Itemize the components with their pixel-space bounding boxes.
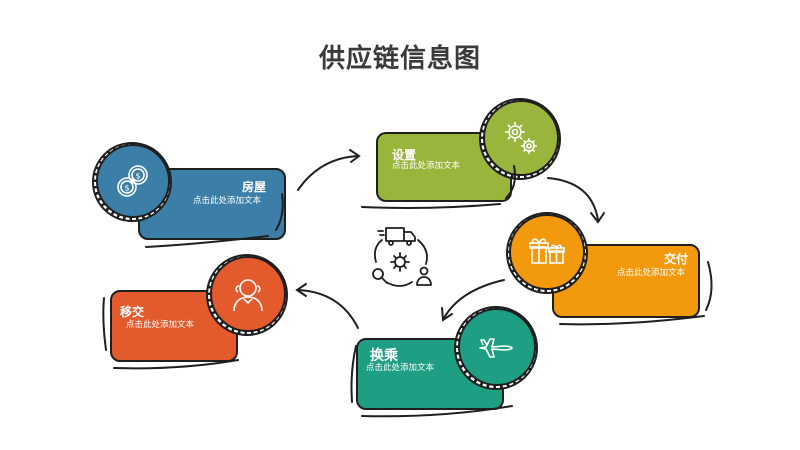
accent-line-9 <box>113 359 239 370</box>
person-icon <box>233 279 263 312</box>
step-3-circle <box>509 214 585 290</box>
accent-line-10 <box>102 297 107 351</box>
accent-line-5 <box>559 315 705 326</box>
accent-line-4 <box>505 165 516 199</box>
arrow-4 <box>297 289 359 329</box>
accent-line-2 <box>275 193 284 231</box>
step-3-label: 交付 <box>664 252 689 266</box>
step-2-desc: 点击此处添加文本 <box>392 161 461 171</box>
arrow-2 <box>547 177 599 221</box>
step-4-label: 换乘 <box>370 348 398 364</box>
gift-icon <box>529 238 565 264</box>
page-title: 供应链信息图 <box>318 44 481 74</box>
step-5-label: 移交 <box>120 305 145 319</box>
step-4-desc: 点击此处添加文本 <box>366 363 435 373</box>
step-2-label: 设置 <box>392 148 417 162</box>
accent-line-1 <box>145 235 269 248</box>
svg-text:$: $ <box>124 184 129 193</box>
step-5-circle <box>210 256 286 332</box>
accent-line-7 <box>361 405 513 418</box>
accent-line-8 <box>350 345 357 403</box>
step-1-desc: 点击此处添加文本 <box>193 196 262 206</box>
arrow-1 <box>297 155 359 191</box>
step-1-circle: $ $ <box>96 144 170 218</box>
coins-icon: $ $ <box>117 165 148 197</box>
step-2-circle <box>483 100 559 176</box>
accent-line-3 <box>361 203 501 209</box>
gears-icon <box>505 122 537 154</box>
step-5-desc: 点击此处添加文本 <box>126 320 195 330</box>
arrow-3 <box>443 279 505 319</box>
step-4-circle <box>458 308 536 386</box>
accent-line-6 <box>705 261 713 311</box>
step-1-label: 房屋 <box>242 180 267 194</box>
supply-chain-cycle-icon <box>372 227 432 287</box>
step-3-desc: 点击此处添加文本 <box>617 268 686 278</box>
svg-text:$: $ <box>135 172 140 181</box>
airplane-icon <box>479 338 513 358</box>
